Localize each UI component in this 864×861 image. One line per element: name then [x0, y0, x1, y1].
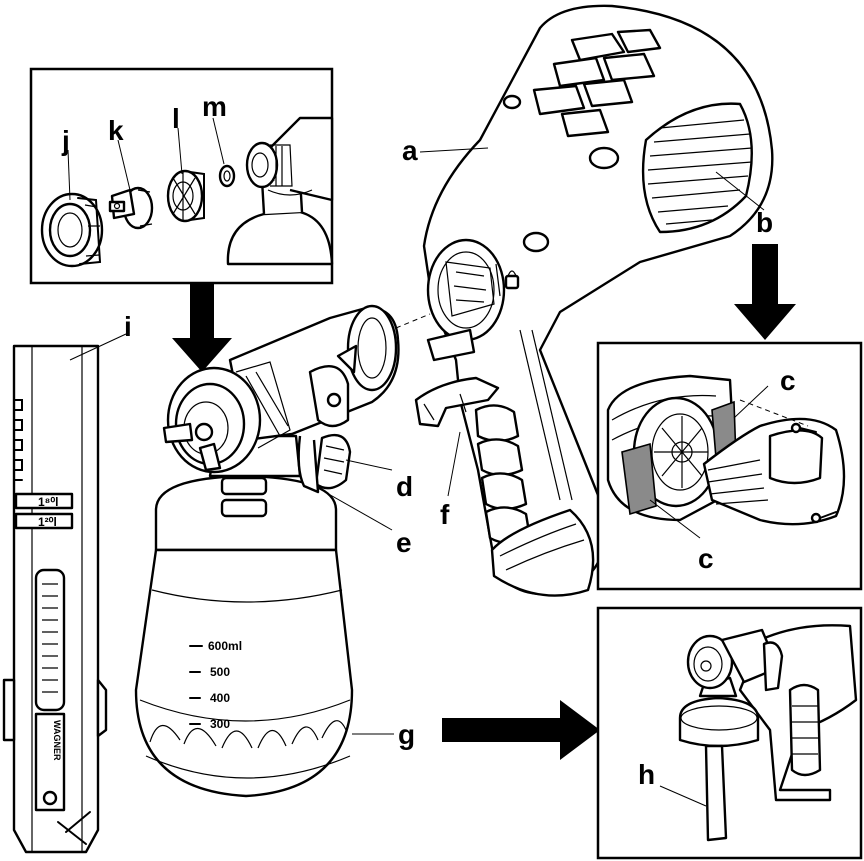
- label-c-bottom: c: [698, 543, 714, 574]
- inset-air-filter: [596, 341, 863, 591]
- label-b: b: [756, 207, 773, 238]
- handle-grip: [474, 329, 573, 545]
- inset-nozzle-parts: [29, 67, 334, 285]
- label-c-top: c: [780, 365, 796, 396]
- inset-suction-tube: [596, 606, 863, 860]
- label-i: i: [124, 311, 132, 342]
- scale-300: 300: [210, 717, 230, 731]
- paint-container: 600ml 500 400 300: [134, 474, 354, 798]
- viscosity-cup: 1⁸⁰l 1²⁰l WAGNER: [2, 344, 108, 854]
- label-e: e: [396, 527, 412, 558]
- label-g: g: [398, 719, 415, 750]
- label-j: j: [61, 125, 70, 156]
- trigger: [414, 328, 500, 428]
- arrow-to-suction-inset: [442, 700, 600, 760]
- alignment-dashed-line: [395, 313, 431, 329]
- spray-gun-body: [414, 4, 774, 597]
- arrow-to-filter-inset: [734, 244, 796, 340]
- label-m: m: [202, 91, 227, 122]
- part-j-air-cap-nut: [40, 192, 104, 268]
- scale-400: 400: [210, 691, 230, 705]
- label-a: a: [402, 135, 418, 166]
- part-k-spray-tip: [108, 186, 154, 230]
- arrow-inset-to-nozzle: [172, 284, 232, 372]
- cup-mark-1: 1⁸⁰l: [38, 495, 59, 509]
- label-k: k: [108, 115, 124, 146]
- leader-lines: [67, 117, 769, 807]
- filter-clip-bottom: [621, 442, 657, 516]
- label-h: h: [638, 759, 655, 790]
- part-l-valve-disc: [166, 169, 205, 223]
- cup-mark-2: 1²⁰l: [38, 515, 57, 529]
- label-l: l: [172, 103, 180, 134]
- callout-labels: a b c c d e f g h i j k l m: [61, 91, 796, 790]
- cup-brand: WAGNER: [52, 720, 62, 761]
- label-d: d: [396, 471, 413, 502]
- part-m-o-ring: [218, 164, 236, 188]
- lock-icon: [504, 270, 520, 290]
- label-f: f: [440, 499, 450, 530]
- control-buttons: [532, 28, 662, 138]
- spray-attachment: 600ml 500 400 300: [134, 304, 400, 798]
- scale-600ml: 600ml: [208, 639, 242, 653]
- scale-500: 500: [210, 665, 230, 679]
- inset-spray-attachment: [226, 116, 334, 266]
